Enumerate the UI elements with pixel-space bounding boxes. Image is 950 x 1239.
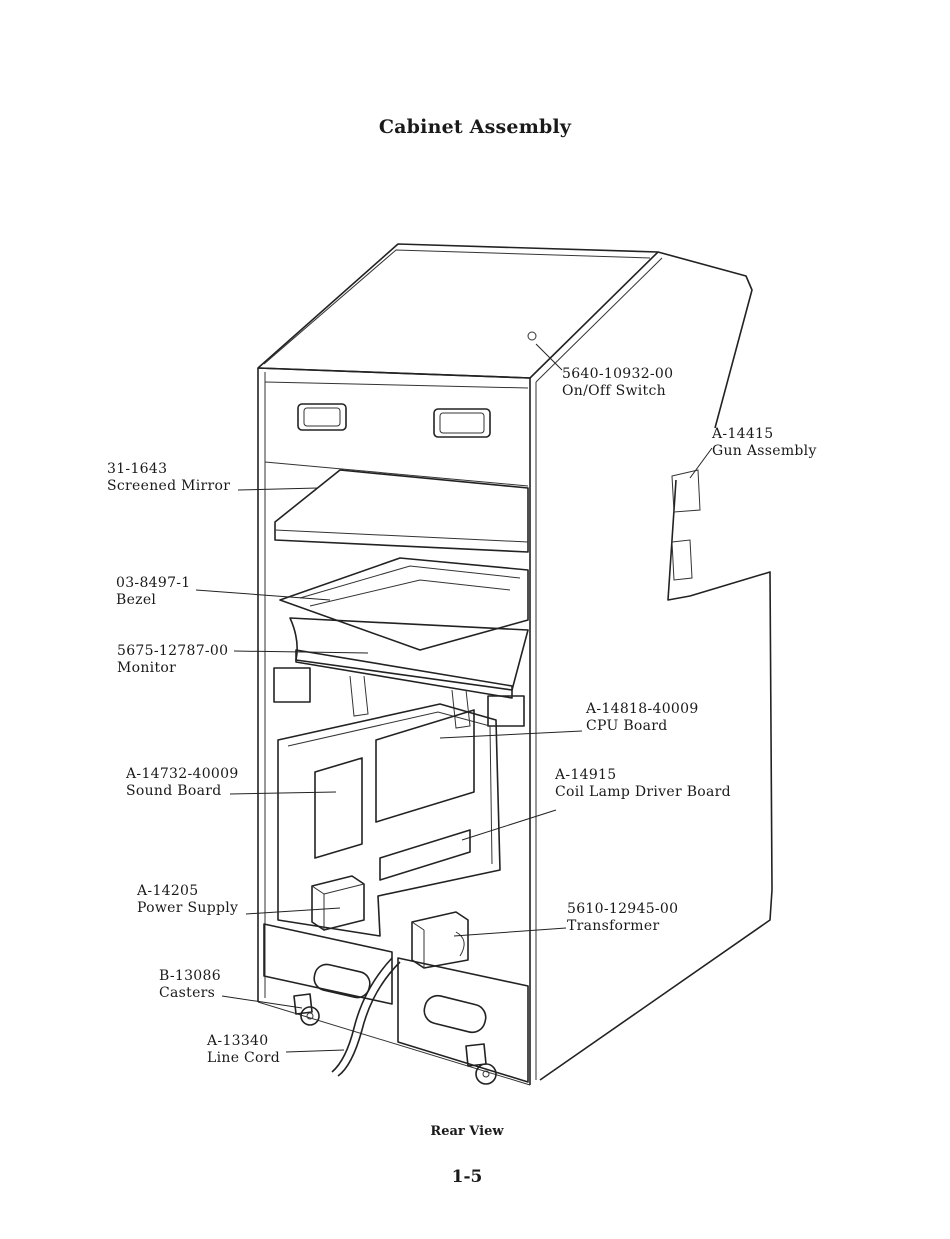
part-name: Gun Assembly <box>712 443 817 459</box>
page-number: 1-5 <box>451 1167 483 1187</box>
figure-caption: Rear View <box>430 1124 504 1139</box>
part-number: 5675-12787-00 <box>117 643 229 659</box>
part-number: A-14732-40009 <box>126 766 239 782</box>
part-number: 31-1643 <box>107 461 168 477</box>
casters <box>293 993 497 1085</box>
callout-cpu-board: A-14818-40009 CPU Board <box>586 701 699 735</box>
monitor <box>273 617 529 729</box>
part-number: A-14915 <box>555 767 617 783</box>
callout-coil-lamp-driver-board: A-14915 Coil Lamp Driver Board <box>555 767 731 801</box>
callout-screened-mirror: 31-1643 Screened Mirror <box>107 461 230 495</box>
part-name: Coil Lamp Driver Board <box>555 784 731 800</box>
part-name: Transformer <box>567 918 660 934</box>
page-title: Cabinet Assembly <box>378 116 572 138</box>
part-name: Sound Board <box>126 783 222 799</box>
part-name: Casters <box>159 985 216 1001</box>
on-off-switch-symbol <box>527 331 537 341</box>
part-name: Bezel <box>116 592 157 608</box>
bottom-panels <box>257 923 531 1086</box>
part-number: A-14205 <box>137 883 199 899</box>
part-name: Line Cord <box>207 1050 281 1066</box>
vent-slots <box>297 403 491 438</box>
part-name: Monitor <box>117 660 177 676</box>
part-number: A-14818-40009 <box>586 701 699 717</box>
part-number: A-14415 <box>712 426 774 442</box>
callout-power-supply: A-14205 Power Supply <box>137 883 238 917</box>
callout-gun-assembly: A-14415 Gun Assembly <box>712 426 817 460</box>
part-number: 5640-10932-00 <box>562 366 674 382</box>
callout-monitor: 5675-12787-00 Monitor <box>117 643 228 677</box>
line-cord <box>331 957 401 1077</box>
part-name: On/Off Switch <box>562 383 666 399</box>
screened-mirror <box>274 469 529 553</box>
part-name: Screened Mirror <box>107 478 231 494</box>
callout-sound-board: A-14732-40009 Sound Board <box>126 766 239 800</box>
callout-bezel: 03-8497-1 Bezel <box>116 575 191 609</box>
cabinet-top <box>257 243 659 379</box>
leader-lines <box>195 343 713 1053</box>
board-panel <box>277 703 501 969</box>
callout-on-off-switch: 5640-10932-00 On/Off Switch <box>562 366 673 400</box>
part-number: 5610-12945-00 <box>567 901 679 917</box>
callout-casters: B-13086 Casters <box>159 968 221 1002</box>
part-name: CPU Board <box>586 718 668 734</box>
part-number: 03-8497-1 <box>116 575 191 591</box>
part-number: A-13340 <box>207 1033 269 1049</box>
cabinet-right-side <box>529 251 773 1085</box>
part-name: Power Supply <box>137 900 239 916</box>
bezel <box>279 557 529 651</box>
part-number: B-13086 <box>159 968 221 984</box>
callout-transformer: 5610-12945-00 Transformer <box>567 901 678 935</box>
cabinet-left-side <box>257 367 531 1002</box>
callout-line-cord: A-13340 Line Cord <box>207 1033 280 1067</box>
